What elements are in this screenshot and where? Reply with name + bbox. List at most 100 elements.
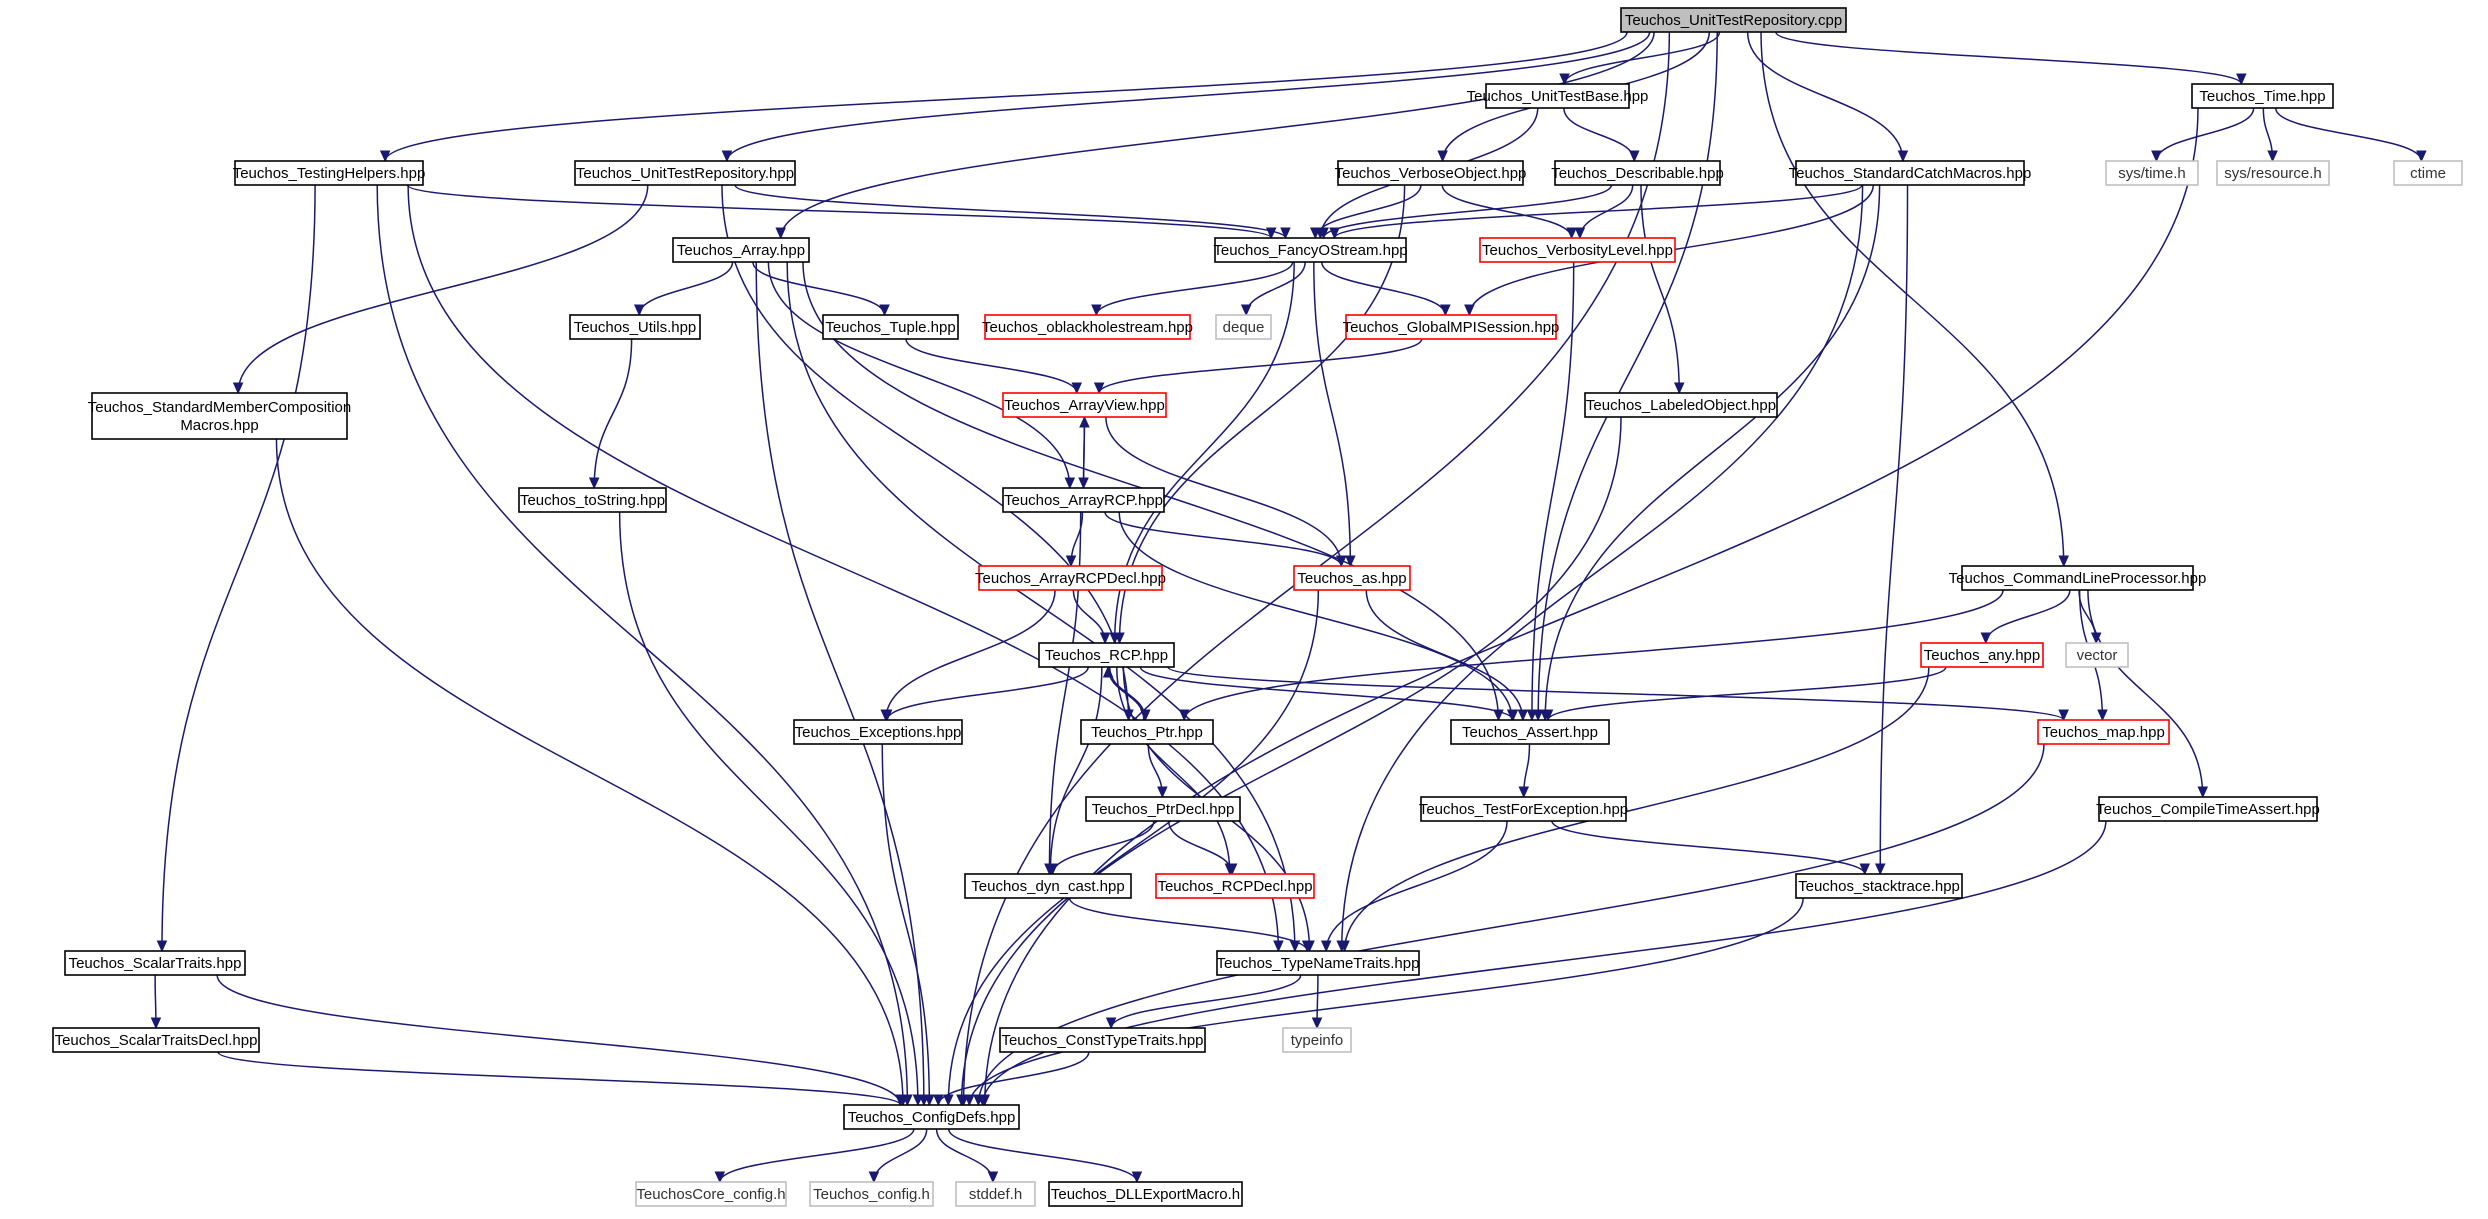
- node-label: Teuchos_UnitTestRepository.hpp: [576, 165, 794, 182]
- node-testing-helpers[interactable]: Teuchos_TestingHelpers.hpp: [233, 160, 426, 186]
- edge-array-view-to-as: [1105, 416, 1343, 567]
- node-rcp[interactable]: Teuchos_RCP.hpp: [1038, 642, 1175, 668]
- node-assert[interactable]: Teuchos_Assert.hpp: [1450, 719, 1610, 745]
- node-ptr[interactable]: Teuchos_Ptr.hpp: [1080, 719, 1214, 745]
- edge-array-rcp-to-assert: [1118, 511, 1513, 721]
- arrowhead: [150, 1017, 162, 1030]
- node-label: Teuchos_Describable.hpp: [1551, 165, 1724, 182]
- node-box: [91, 392, 348, 440]
- node-label: Teuchos_Time.hpp: [2199, 88, 2325, 105]
- node-vector[interactable]: vector: [2065, 642, 2129, 668]
- node-label: Teuchos_map.hpp: [2042, 724, 2165, 741]
- node-config-defs[interactable]: Teuchos_ConfigDefs.hpp: [843, 1104, 1020, 1130]
- node-label: Teuchos_GlobalMPISession.hpp: [1343, 319, 1560, 336]
- node-dyn-cast[interactable]: Teuchos_dyn_cast.hpp: [964, 873, 1132, 899]
- arrowhead: [1874, 863, 1886, 876]
- arrowhead: [1542, 709, 1554, 722]
- arrowhead: [1226, 863, 1238, 876]
- node-label: Teuchos_TestingHelpers.hpp: [233, 165, 426, 182]
- node-describable[interactable]: Teuchos_Describable.hpp: [1551, 160, 1724, 186]
- node-sys-time[interactable]: sys/time.h: [2105, 160, 2199, 186]
- node-array-rcp[interactable]: Teuchos_ArrayRCP.hpp: [1002, 487, 1165, 513]
- arrowhead: [879, 304, 890, 317]
- node-label: Teuchos_as.hpp: [1297, 570, 1406, 587]
- node-label: typeinfo: [1291, 1032, 1344, 1049]
- node-verbosity-level[interactable]: Teuchos_VerbosityLevel.hpp: [1479, 237, 1676, 263]
- node-deque[interactable]: deque: [1215, 314, 1272, 340]
- node-array[interactable]: Teuchos_Array.hpp: [672, 237, 810, 263]
- node-label: Teuchos_RCP.hpp: [1045, 647, 1168, 664]
- arrowhead: [714, 1171, 726, 1184]
- node-typeinfo[interactable]: typeinfo: [1282, 1027, 1352, 1053]
- node-rcp-decl[interactable]: Teuchos_RCPDecl.hpp: [1155, 873, 1315, 899]
- node-dll-export-macro[interactable]: Teuchos_DLLExportMacro.h: [1048, 1181, 1243, 1207]
- node-standard-catch-macros[interactable]: Teuchos_StandardCatchMacros.hpp: [1789, 160, 2032, 186]
- node-command-line-processor[interactable]: Teuchos_CommandLineProcessor.hpp: [1949, 565, 2207, 591]
- node-as[interactable]: Teuchos_as.hpp: [1293, 565, 1411, 591]
- node-box: [1485, 83, 1630, 109]
- node-array-view[interactable]: Teuchos_ArrayView.hpp: [1002, 392, 1167, 418]
- node-label: Teuchos_ScalarTraitsDecl.hpp: [55, 1032, 258, 1049]
- node-label: Teuchos_config.h: [813, 1186, 930, 1203]
- node-root[interactable]: Teuchos_UnitTestRepository.cpp: [1620, 7, 1847, 33]
- edge-standard-catch-macros-to-fancy-o-stream: [1333, 184, 1863, 239]
- edge-array-to-utils: [638, 261, 734, 316]
- node-box: [1293, 565, 1411, 591]
- node-label: Teuchos_StandardCatchMacros.hpp: [1789, 165, 2032, 182]
- node-global-mpi-session[interactable]: Teuchos_GlobalMPISession.hpp: [1343, 314, 1560, 340]
- node-compile-time-assert[interactable]: Teuchos_CompileTimeAssert.hpp: [2096, 796, 2320, 822]
- edge-test-for-exception-to-type-name-traits: [1325, 820, 1508, 952]
- node-box: [1282, 1027, 1352, 1053]
- arrowhead: [1673, 382, 1685, 395]
- node-stacktrace[interactable]: Teuchos_stacktrace.hpp: [1795, 873, 1963, 899]
- node-teuchos-config[interactable]: Teuchos_config.h: [809, 1181, 934, 1207]
- node-any[interactable]: Teuchos_any.hpp: [1920, 642, 2044, 668]
- node-box: [1216, 950, 1420, 976]
- node-box: [2105, 160, 2199, 186]
- node-test-for-exception[interactable]: Teuchos_TestForException.hpp: [1419, 796, 1628, 822]
- node-box: [1584, 392, 1778, 418]
- node-label: Teuchos_Ptr.hpp: [1091, 724, 1203, 741]
- arrowhead: [1310, 227, 1321, 240]
- node-array-rcp-decl[interactable]: Teuchos_ArrayRCPDecl.hpp: [975, 565, 1166, 591]
- node-verbose-object[interactable]: Teuchos_VerboseObject.hpp: [1335, 160, 1527, 186]
- node-const-type-traits[interactable]: Teuchos_ConstTypeTraits.hpp: [999, 1027, 1206, 1053]
- arrowhead: [2058, 555, 2070, 568]
- node-stddef[interactable]: stddef.h: [955, 1181, 1036, 1207]
- arrowhead: [2058, 709, 2069, 722]
- node-label: Teuchos_ScalarTraits.hpp: [69, 955, 242, 972]
- node-map[interactable]: Teuchos_map.hpp: [2037, 719, 2170, 745]
- node-unit-test-repo-hpp[interactable]: Teuchos_UnitTestRepository.hpp: [574, 160, 796, 186]
- node-tuple[interactable]: Teuchos_Tuple.hpp: [822, 314, 959, 340]
- node-labeled-object[interactable]: Teuchos_LabeledObject.hpp: [1584, 392, 1778, 418]
- node-fancy-o-stream[interactable]: Teuchos_FancyOStream.hpp: [1213, 237, 1408, 263]
- node-sys-resource[interactable]: sys/resource.h: [2216, 160, 2330, 186]
- node-utils[interactable]: Teuchos_Utils.hpp: [569, 314, 701, 340]
- node-layer: Teuchos_UnitTestRepository.cppTeuchos_Un…: [52, 7, 2463, 1207]
- node-unit-test-base[interactable]: Teuchos_UnitTestBase.hpp: [1467, 83, 1649, 109]
- node-label: Teuchos_oblackholestream.hpp: [982, 319, 1193, 336]
- edge-stacktrace-to-config-defs: [968, 897, 1804, 1106]
- node-box: [635, 1181, 787, 1207]
- arrowhead: [1518, 786, 1530, 799]
- node-exceptions[interactable]: Teuchos_Exceptions.hpp: [793, 719, 963, 745]
- node-box: [1620, 7, 1847, 33]
- node-to-string[interactable]: Teuchos_toString.hpp: [518, 487, 667, 513]
- node-type-name-traits[interactable]: Teuchos_TypeNameTraits.hpp: [1216, 950, 1420, 976]
- edge-test-for-exception-to-stacktrace: [1551, 820, 1866, 875]
- arrowhead: [977, 1094, 988, 1107]
- node-scalar-traits[interactable]: Teuchos_ScalarTraits.hpp: [64, 950, 246, 976]
- node-teuchos-core-config[interactable]: TeuchosCore_config.h: [635, 1181, 787, 1207]
- node-ctime[interactable]: ctime: [2393, 160, 2463, 186]
- node-time[interactable]: Teuchos_Time.hpp: [2191, 83, 2334, 109]
- node-box: [574, 160, 796, 186]
- node-oblackholestream[interactable]: Teuchos_oblackholestream.hpp: [982, 314, 1193, 340]
- node-standard-member-composition[interactable]: Teuchos_StandardMemberCompositionMacros.…: [88, 392, 351, 440]
- node-label: Teuchos_DLLExportMacro.h: [1051, 1186, 1240, 1203]
- node-box: [999, 1027, 1206, 1053]
- node-label: Teuchos_VerbosityLevel.hpp: [1482, 242, 1673, 259]
- edge-array-rcp-to-as: [1104, 511, 1343, 567]
- node-ptr-decl[interactable]: Teuchos_PtrDecl.hpp: [1085, 796, 1241, 822]
- node-scalar-traits-decl[interactable]: Teuchos_ScalarTraitsDecl.hpp: [52, 1027, 260, 1053]
- node-label: Teuchos_ArrayRCP.hpp: [1004, 492, 1163, 509]
